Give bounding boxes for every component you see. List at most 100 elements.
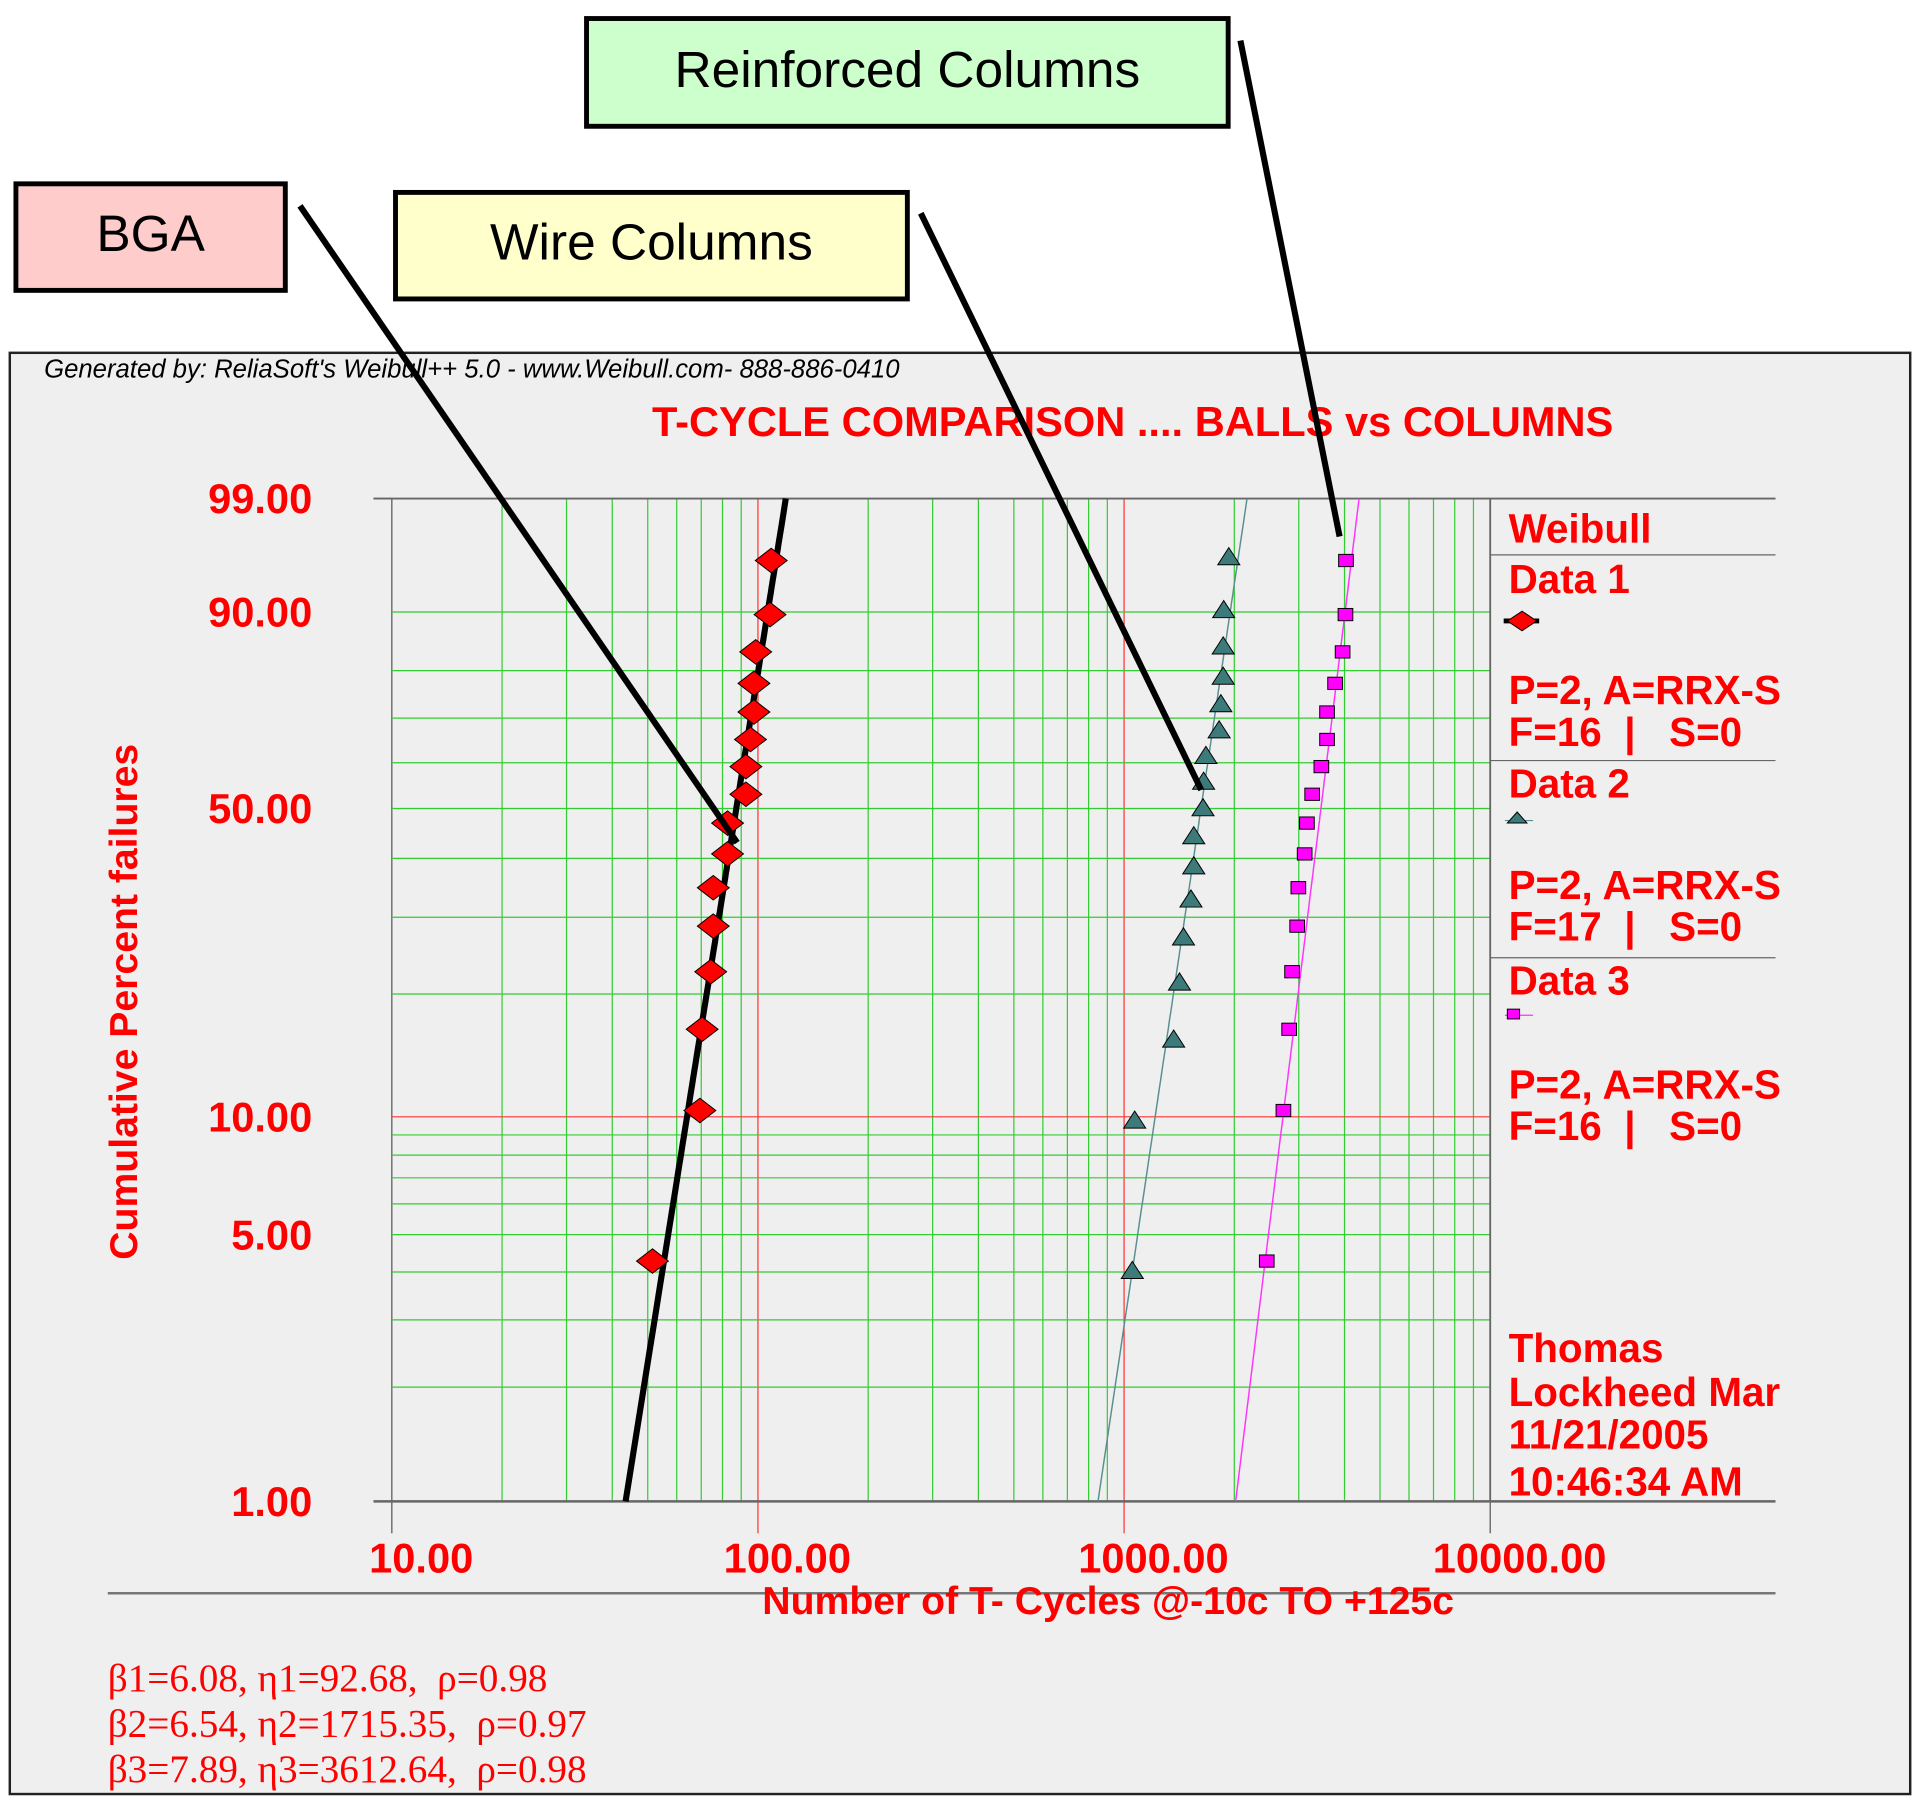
data1-point [696,874,730,901]
callout-wire-columns-box [393,189,910,302]
data2-point [1161,1029,1186,1048]
callout-wire-columns-pointer [918,211,1204,792]
legend-data2-name: Data 2 [1509,760,1630,806]
legend-date: 11/21/2005 [1509,1412,1709,1458]
legend-data1-counts: F=16 | S=0 [1509,709,1743,755]
data2-point [1120,1260,1145,1279]
legend-data1-name: Data 1 [1509,556,1630,602]
data3-point [1334,645,1351,659]
legend: Weibull Data 1 P=2, A=RRX-S F=16 | S=0 D… [1509,506,1781,1505]
data1-point [685,1016,719,1043]
callout-bga-label: BGA [96,204,205,262]
data3-point [1275,1103,1292,1118]
grid [373,497,1491,1534]
data3-point [1290,881,1307,895]
data2-point [1171,926,1196,946]
callout-reinforced-columns-box [584,16,1231,129]
data2-point [1179,889,1203,908]
legend-data2-triangle-icon [1506,811,1529,824]
callout-reinforced-columns-pointer [1237,39,1343,538]
legend-author: Thomas [1509,1325,1664,1371]
x-axis-label: Number of T- Cycles @-10c TO +125c [762,1580,1454,1623]
data2-point [1216,546,1241,566]
data1-point [729,781,763,808]
callout-wire-columns: Wire Columns [393,189,1204,792]
data2-point [1193,745,1218,764]
callout-wire-columns-label: Wire Columns [490,213,813,271]
x-tick-label: 1000.00 [1078,1534,1228,1581]
data3-point [1284,965,1300,979]
x-tick-label: 100.00 [724,1534,851,1581]
data3-point [1327,676,1343,690]
data2-point [1167,972,1192,991]
data1-point [753,601,787,628]
data3-point [1319,732,1335,747]
legend-data1-params: P=2, A=RRX-S [1509,667,1781,713]
data2-point [1211,666,1236,685]
fit-statistics: β1=6.08, η1=92.68, ρ=0.98 β2=6.54, η2=17… [108,1657,587,1791]
data3-point [1299,816,1315,830]
legend-data1-diamond-icon [1506,610,1538,632]
stats-line-1: β1=6.08, η1=92.68, ρ=0.98 [108,1657,548,1700]
y-tick-label: 10.00 [208,1093,312,1140]
data-points [635,546,1354,1279]
data1-point [710,841,745,867]
data1-point [729,753,763,780]
y-tick-label: 1.00 [231,1478,312,1525]
data3-point [1338,553,1354,568]
x-tick-label: 10.00 [369,1534,473,1581]
data1-point [737,699,771,725]
callout-bga: BGA [13,181,740,845]
data2-point [1208,693,1233,713]
data2-point [1181,825,1206,845]
legend-data3-counts: F=16 | S=0 [1509,1103,1743,1149]
y-tick-label: 99.00 [208,475,312,522]
data2-point [1191,797,1215,817]
y-tick-label: 5.00 [231,1211,312,1258]
data2-point [1207,719,1232,739]
data3-point [1296,847,1313,861]
data1-point [694,958,728,985]
data1-point [733,726,768,753]
legend-data2-counts: F=17 | S=0 [1509,904,1743,950]
data2-point [1211,599,1236,619]
data3-point [1313,759,1330,774]
legend-time: 10:46:34 AM [1509,1458,1743,1504]
legend-company: Lockheed Mar [1509,1369,1781,1415]
data1-point [683,1097,717,1124]
legend-data3-params: P=2, A=RRX-S [1509,1062,1781,1108]
callout-bga-box [13,181,288,293]
chart-title: T-CYCLE COMPARISON .... BALLS vs COLUMNS [652,398,1613,445]
legend-data3-name: Data 3 [1509,957,1630,1003]
data3-point [1319,705,1335,719]
data1-point [737,670,771,697]
callout-reinforced-columns: Reinforced Columns [584,16,1343,538]
generated-by-text: Generated by: ReliaSoft's Weibull++ 5.0 … [44,355,900,383]
axes [107,497,1776,1595]
x-tick-labels: 10.00 100.00 1000.00 10000.00 [369,1534,1606,1581]
data1-point [738,639,773,665]
y-tick-labels: 99.00 90.00 50.00 10.00 5.00 1.00 [208,475,312,1525]
y-tick-label: 50.00 [208,785,312,832]
x-tick-label: 10000.00 [1433,1534,1607,1581]
stats-line-2: β2=6.54, η2=1715.35, ρ=0.97 [108,1702,587,1745]
data3-point [1258,1254,1275,1268]
y-axis-label: Cumulative Percent failures [103,744,146,1260]
data3-point [1281,1022,1297,1036]
legend-data2-params: P=2, A=RRX-S [1509,862,1781,908]
data1-point [635,1248,670,1274]
data3-point [1304,787,1321,801]
chart-frame [8,351,1912,1796]
data3-point [1289,919,1306,933]
y-tick-label: 90.00 [208,589,312,636]
data1-point [696,913,730,940]
callout-bga-pointer [297,204,740,845]
legend-title: Weibull [1509,506,1652,552]
stats-line-3: β3=7.89, η3=3612.64, ρ=0.98 [108,1748,587,1791]
data1-point [754,547,788,574]
callout-reinforced-columns-label: Reinforced Columns [674,40,1140,98]
data2-point [1181,855,1206,875]
data2-point [1122,1110,1147,1129]
legend-data3-square-icon [1506,1008,1521,1020]
